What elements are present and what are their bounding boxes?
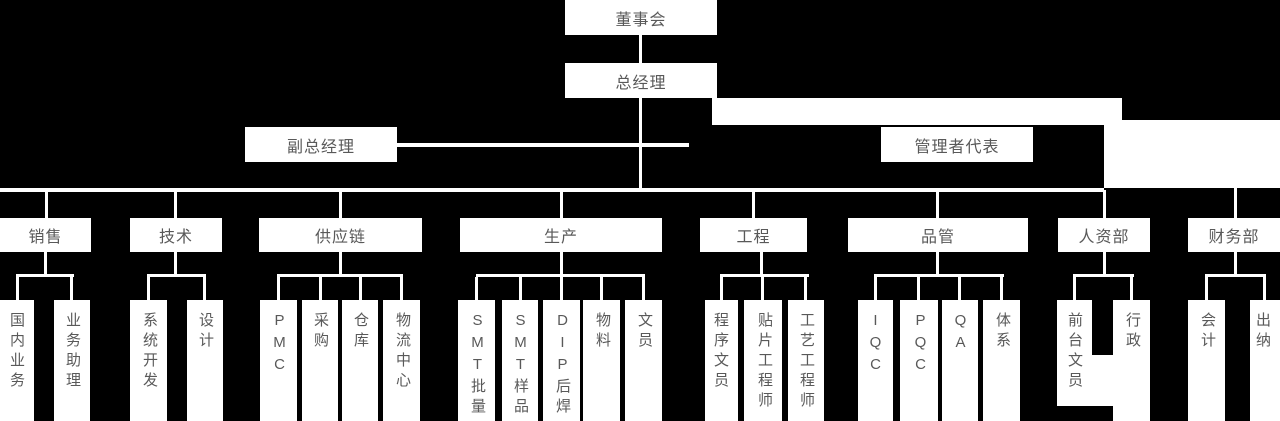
production-child-drop: [560, 277, 563, 300]
dept-box-tech: 技术: [130, 218, 222, 252]
engineering-child-drop: [720, 277, 723, 300]
supply-child-drop: [400, 277, 403, 300]
drop-hr: [1103, 190, 1106, 218]
sub-box-program-clerk: 程序文员: [705, 300, 738, 421]
engineering-child-drop: [804, 277, 807, 300]
dept-box-supply: 供应链: [259, 218, 422, 252]
engineering-parent-drop: [760, 252, 763, 274]
drop-finance: [1234, 188, 1237, 218]
drop-quality: [936, 192, 939, 218]
engineering-child-drop: [761, 277, 764, 300]
sub-box-smt-batch: SMT批量: [458, 300, 495, 421]
finance-child-drop: [1263, 277, 1266, 300]
quality-child-rail: [874, 274, 1004, 277]
quality-child-drop: [874, 277, 877, 300]
sub-box-purchasing: 采购: [302, 300, 338, 421]
node-deputy-gm: 副总经理: [245, 127, 397, 162]
hr-child-rail: [1073, 274, 1134, 277]
production-child-drop: [475, 277, 478, 300]
supply-child-rail: [277, 274, 403, 277]
sub-box-business-assistant: 业务助理: [54, 300, 90, 421]
finance-child-drop: [1205, 277, 1208, 300]
sub-box-front-desk-clerk: 前台文员: [1057, 300, 1092, 406]
sub-box-domestic-business: 国内业务: [0, 300, 34, 421]
dept-box-production: 生产: [460, 218, 662, 252]
quality-parent-drop: [936, 252, 939, 274]
sub-box-iqc: IQC: [858, 300, 893, 421]
sales-parent-drop: [44, 252, 47, 274]
production-parent-drop: [560, 252, 563, 274]
sub-box-system: 体系: [983, 300, 1020, 421]
sub-box-smt-engineer: 贴片工程师: [744, 300, 782, 421]
sub-box-design: 设计: [187, 300, 223, 421]
finance-parent-drop: [1234, 252, 1237, 274]
sub-box-administration: 行政: [1113, 300, 1150, 421]
white-corner-artifact: [1104, 120, 1280, 188]
sub-box-pqc: PQC: [900, 300, 938, 421]
production-child-drop: [600, 277, 603, 300]
tech-child-drop: [203, 277, 206, 300]
sub-box-clerk: 文员: [625, 300, 662, 421]
sub-box-warehouse: 仓库: [342, 300, 378, 421]
sub-box-accounting: 会计: [1188, 300, 1225, 421]
finance-child-rail: [1205, 274, 1266, 277]
tech-parent-drop: [174, 252, 177, 274]
sales-child-drop: [70, 277, 73, 300]
dept-box-engineering: 工程: [700, 218, 807, 252]
sub-box-process-engineer: 工艺工程师: [788, 300, 824, 421]
production-child-drop: [642, 277, 645, 300]
tech-child-drop: [147, 277, 150, 300]
drop-production: [560, 192, 563, 218]
quality-child-drop: [917, 277, 920, 300]
supply-parent-drop: [339, 252, 342, 274]
supply-child-drop: [319, 277, 322, 300]
dept-box-finance: 财务部: [1188, 218, 1280, 252]
dept-box-quality: 品管: [848, 218, 1028, 252]
department-rail: [0, 188, 1104, 192]
white-band-artifact: [712, 98, 1122, 125]
sub-box-system-dev: 系统开发: [130, 300, 167, 421]
connector-deputy: [397, 143, 689, 147]
sub-box-qa: QA: [942, 300, 978, 421]
dept-box-sales: 销售: [0, 218, 91, 252]
hr-child-drop: [1130, 277, 1133, 300]
tech-child-rail: [147, 274, 206, 277]
engineering-child-rail: [720, 274, 809, 277]
drop-tech: [174, 192, 177, 218]
drop-engineering: [752, 192, 755, 218]
sub-box-logistics-center: 物流中心: [383, 300, 420, 421]
sub-box-pmc: PMC: [260, 300, 297, 421]
sub-box-dip-welding: DIP后焊: [543, 300, 580, 421]
supply-child-drop: [277, 277, 280, 300]
hr-parent-drop: [1103, 252, 1106, 274]
supply-child-drop: [359, 277, 362, 300]
quality-child-drop: [958, 277, 961, 300]
connector-board-gm: [639, 35, 642, 63]
sub-box-materials: 物料: [583, 300, 620, 421]
node-mgmt-representative: 管理者代表: [881, 127, 1033, 162]
dept-box-hr: 人资部: [1058, 218, 1150, 252]
sub-box-smt-sample: SMT样品: [502, 300, 538, 421]
production-child-drop: [519, 277, 522, 300]
node-general-manager: 总经理: [565, 63, 717, 98]
sub-box-cashier: 出纳: [1250, 300, 1280, 421]
node-board: 董事会: [565, 0, 717, 35]
production-child-rail: [476, 274, 645, 277]
quality-child-drop: [1000, 277, 1003, 300]
sales-child-drop: [16, 277, 19, 300]
sales-child-rail: [16, 274, 74, 277]
drop-supply: [339, 192, 342, 218]
hr-child-drop: [1073, 277, 1076, 300]
drop-sales: [45, 192, 48, 218]
